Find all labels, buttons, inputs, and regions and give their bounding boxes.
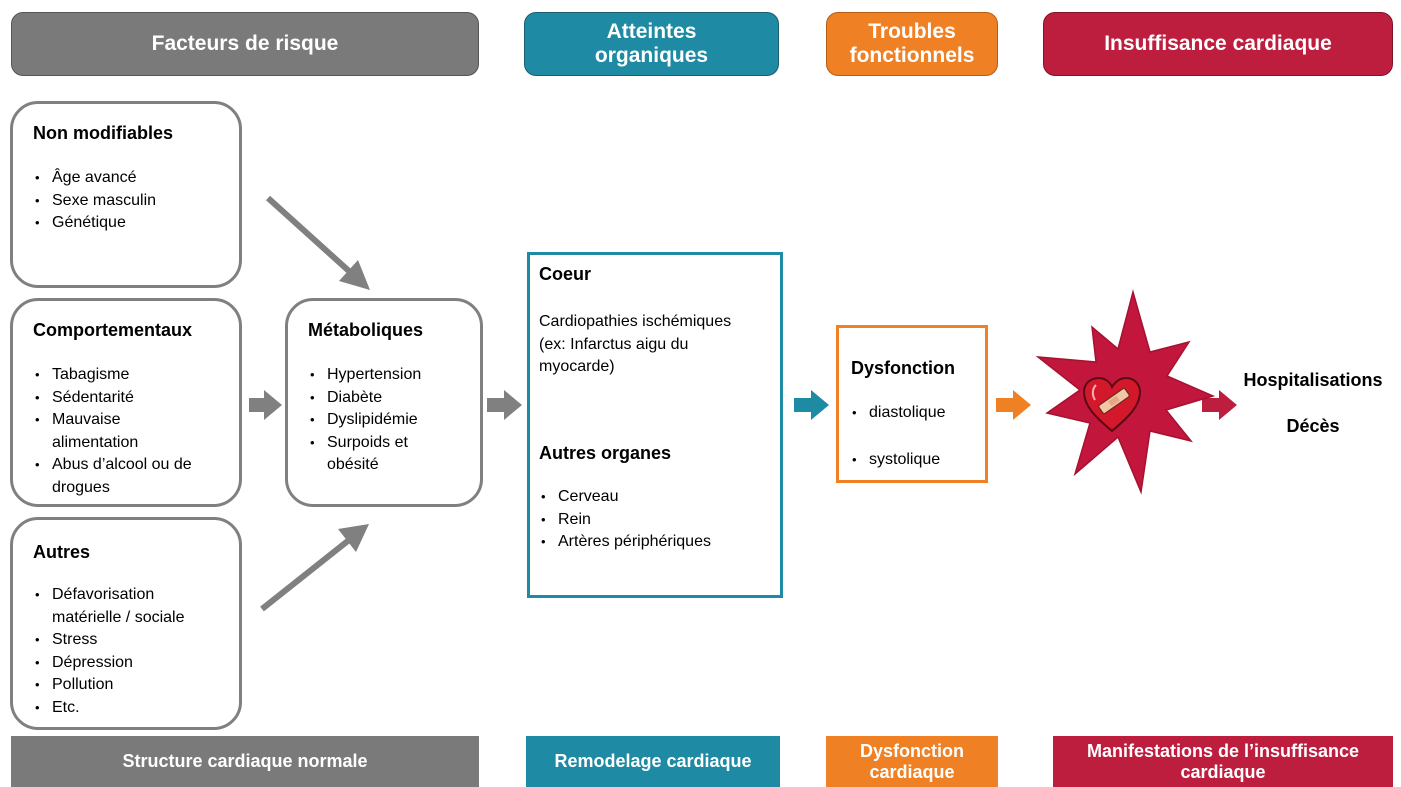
- header-heart-failure: Insuffisance cardiaque: [1043, 12, 1393, 76]
- box-non-modifiable: Non modifiables Âge avancé Sexe masculin…: [10, 101, 242, 288]
- arrow-metabolic-to-organs: [487, 390, 522, 420]
- list-item: diastolique: [850, 402, 985, 425]
- footer-cardiac-dysfunction: Dysfonction cardiaque: [826, 736, 998, 787]
- bullet-list: Défavorisation matérielle / sociale Stre…: [33, 584, 238, 719]
- box-metabolic: Métaboliques Hypertension Diabète Dyslip…: [285, 298, 483, 507]
- outcome-hospitalizations: Hospitalisations: [1243, 370, 1383, 390]
- arrow-heart-failure-to-outcomes: [1202, 390, 1237, 420]
- list-item: Diabète: [308, 387, 483, 410]
- box-title: Dysfonction: [851, 358, 956, 378]
- box-others: Autres Défavorisation matérielle / socia…: [10, 517, 242, 730]
- header-functional-disorders: Troubles fonctionnels: [826, 12, 998, 76]
- box-organs: Coeur Cardiopathies ischémiques (ex: Inf…: [527, 252, 783, 598]
- list-item: Sédentarité: [33, 387, 238, 410]
- box-title: Non modifiables: [33, 123, 174, 143]
- list-item: Âge avancé: [33, 167, 238, 190]
- box-behavioral: Comportementaux Tabagisme Sédentarité Ma…: [10, 298, 242, 507]
- box-title: Autres: [33, 542, 91, 562]
- list-item: Défavorisation matérielle / sociale: [33, 584, 238, 629]
- header-risk-factors: Facteurs de risque: [11, 12, 479, 76]
- box-title: Métaboliques: [308, 320, 424, 340]
- bullet-list: diastolique systolique: [850, 402, 985, 471]
- list-item: Abus d’alcool ou de drogues: [33, 454, 238, 499]
- list-item: Dyslipidémie: [308, 409, 483, 432]
- bullet-list: Âge avancé Sexe masculin Génétique: [33, 167, 238, 235]
- list-item: Artères périphériques: [539, 531, 779, 554]
- list-item: Stress: [33, 629, 238, 652]
- arrow-dysfunction-to-heart-failure: [996, 390, 1031, 420]
- footer-cardiac-remodeling: Remodelage cardiaque: [526, 736, 780, 787]
- other-organs-title: Autres organes: [539, 443, 672, 463]
- arrow-non-modifiable-to-metabolic: [265, 195, 370, 290]
- arrow-behavioral-to-metabolic: [249, 390, 282, 420]
- arrow-organs-to-dysfunction: [794, 390, 829, 420]
- list-item: Génétique: [33, 212, 238, 235]
- footer-heart-failure-manifestations: Manifestations de l’insuffisance cardiaq…: [1053, 736, 1393, 787]
- list-item: Cerveau: [539, 486, 779, 509]
- list-item: Sexe masculin: [33, 190, 238, 213]
- list-item: Pollution: [33, 674, 238, 697]
- list-item: Rein: [539, 509, 779, 532]
- box-title: Comportementaux: [33, 320, 193, 340]
- list-item: Dépression: [33, 652, 238, 675]
- arrow-others-to-metabolic: [260, 524, 369, 612]
- header-organ-damage: Atteintes organiques: [524, 12, 779, 76]
- list-item: Hypertension: [308, 364, 483, 387]
- list-item: Etc.: [33, 697, 238, 720]
- bullet-list: Cerveau Rein Artères périphériques: [539, 486, 779, 554]
- box-dysfunction: Dysfonction diastolique systolique: [836, 325, 988, 483]
- heart-description: Cardiopathies ischémiques (ex: Infarctus…: [539, 313, 732, 375]
- bullet-list: Tabagisme Sédentarité Mauvaise alimentat…: [33, 364, 238, 499]
- list-item: Surpoids et obésité: [308, 432, 483, 477]
- bullet-list: Hypertension Diabète Dyslipidémie Surpoi…: [308, 364, 483, 477]
- list-item: Mauvaise alimentation: [33, 409, 238, 454]
- footer-normal-structure: Structure cardiaque normale: [11, 736, 479, 787]
- list-item: Tabagisme: [33, 364, 238, 387]
- bandaged-heart-icon: [1082, 376, 1142, 433]
- heart-title: Coeur: [539, 264, 592, 284]
- list-item: systolique: [850, 449, 985, 472]
- outcome-death: Décès: [1286, 416, 1340, 436]
